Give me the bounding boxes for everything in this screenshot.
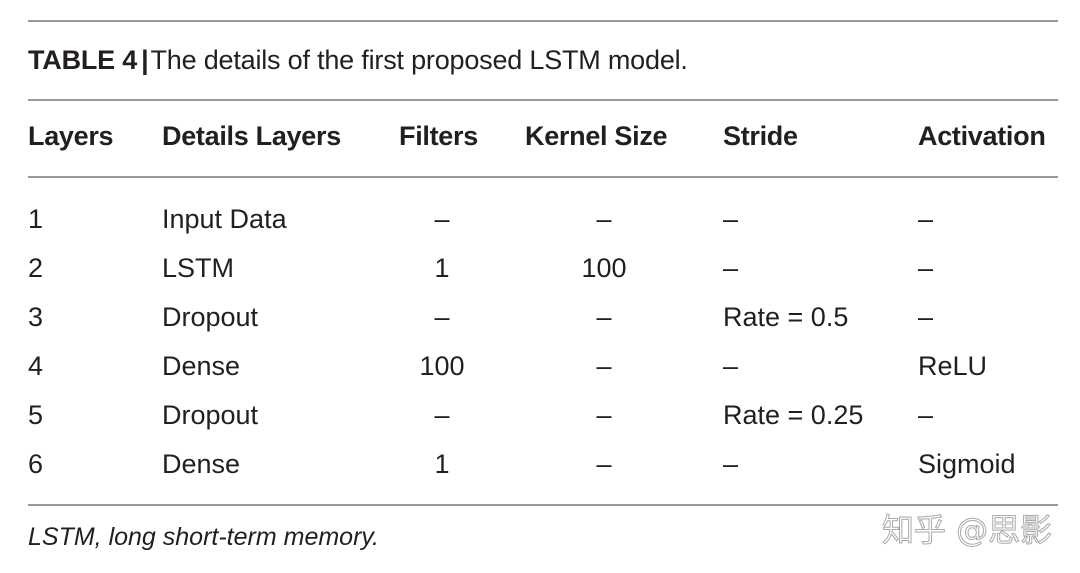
header-layers: Layers [28, 121, 114, 151]
cell-activation: – [918, 253, 934, 283]
header-rule [28, 176, 1058, 178]
header-stride: Stride [723, 121, 798, 151]
table-caption: TABLE 4|The details of the first propose… [28, 40, 688, 80]
cell-activation: – [918, 302, 934, 332]
header-activation: Activation [918, 121, 1046, 151]
watermark: 知乎 @思影 [881, 511, 1053, 550]
cell-kernel-size: 100 [581, 253, 627, 283]
table-title: The details of the first proposed LSTM m… [150, 45, 688, 75]
cell-details: Dropout [162, 302, 259, 332]
cell-activation: Sigmoid [918, 449, 1016, 479]
cell-stride: – [723, 204, 739, 234]
header-kernel-size: Kernel Size [525, 121, 668, 151]
header-details-layers: Details Layers [162, 121, 341, 151]
cell-kernel-size: – [596, 204, 612, 234]
cell-activation: ReLU [918, 351, 988, 381]
cell-layer: 4 [28, 351, 44, 381]
bottom-rule [28, 504, 1058, 506]
cell-details: Input Data [162, 204, 287, 234]
cell-activation: – [918, 400, 934, 430]
top-rule [28, 20, 1058, 22]
caption-separator: | [141, 45, 149, 75]
cell-layer: 1 [28, 204, 44, 234]
cell-stride: Rate = 0.5 [723, 302, 849, 332]
cell-stride: – [723, 253, 739, 283]
cell-kernel-size: – [596, 302, 612, 332]
cell-details: Dropout [162, 400, 259, 430]
cell-filters: – [434, 204, 450, 234]
cell-stride: Rate = 0.25 [723, 400, 864, 430]
cell-kernel-size: – [596, 449, 612, 479]
cell-layer: 6 [28, 449, 44, 479]
cell-stride: – [723, 351, 739, 381]
cell-details: Dense [162, 351, 241, 381]
cell-activation: – [918, 204, 934, 234]
table-footnote: LSTM, long short-term memory. [28, 523, 380, 551]
cell-filters: 100 [419, 351, 465, 381]
cell-details: Dense [162, 449, 241, 479]
cell-kernel-size: – [596, 400, 612, 430]
cell-stride: – [723, 449, 739, 479]
cell-details: LSTM [162, 253, 235, 283]
cell-kernel-size: – [596, 351, 612, 381]
cell-filters: – [434, 400, 450, 430]
table-label: TABLE 4 [28, 45, 138, 75]
cell-layer: 5 [28, 400, 44, 430]
cell-layer: 3 [28, 302, 44, 332]
caption-rule [28, 99, 1058, 101]
cell-filters: – [434, 302, 450, 332]
header-filters: Filters [399, 121, 478, 151]
cell-filters: 1 [434, 253, 450, 283]
cell-filters: 1 [434, 449, 450, 479]
cell-layer: 2 [28, 253, 44, 283]
